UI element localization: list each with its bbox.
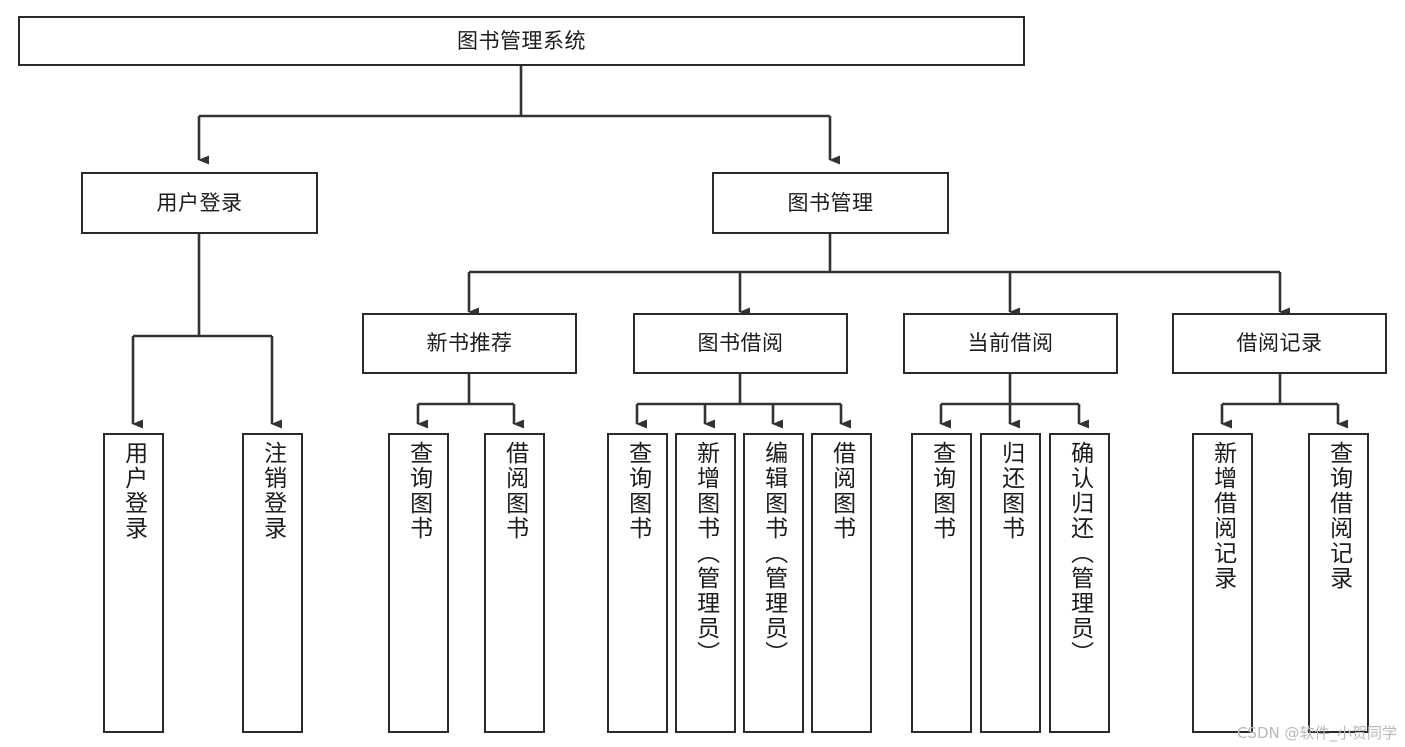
node-leaf-query-record-label: 查询借阅记录 <box>1325 441 1352 591</box>
node-leaf-query-record[interactable]: 查询借阅记录 <box>1308 433 1369 733</box>
node-leaf-borrow-book-2-label: 借阅图书 <box>828 441 855 541</box>
node-leaf-query-book-2-label: 查询图书 <box>624 441 651 541</box>
node-leaf-user-login-label: 用户登录 <box>120 441 147 541</box>
node-current-borrow[interactable]: 当前借阅 <box>903 313 1118 374</box>
node-leaf-borrow-book-1[interactable]: 借阅图书 <box>484 433 545 733</box>
node-leaf-borrow-book-2[interactable]: 借阅图书 <box>811 433 872 733</box>
node-current-borrow-label: 当前借阅 <box>967 331 1054 356</box>
node-leaf-add-book-label: 新增图书（管理员） <box>692 441 719 666</box>
node-leaf-add-book[interactable]: 新增图书（管理员） <box>675 433 736 733</box>
node-leaf-confirm-return[interactable]: 确认归还（管理员） <box>1049 433 1110 733</box>
node-book-borrow[interactable]: 图书借阅 <box>633 313 848 374</box>
node-new-book-recommend-label: 新书推荐 <box>426 331 513 356</box>
node-leaf-return-book[interactable]: 归还图书 <box>980 433 1041 733</box>
node-leaf-confirm-return-label: 确认归还（管理员） <box>1066 441 1093 666</box>
node-leaf-logout[interactable]: 注销登录 <box>242 433 303 733</box>
node-leaf-query-book-3[interactable]: 查询图书 <box>911 433 972 733</box>
node-new-book-recommend[interactable]: 新书推荐 <box>362 313 577 374</box>
node-leaf-return-book-label: 归还图书 <box>997 441 1024 541</box>
node-book-borrow-label: 图书借阅 <box>697 331 784 356</box>
node-book-management-label: 图书管理 <box>787 190 874 215</box>
node-leaf-logout-label: 注销登录 <box>259 441 286 541</box>
node-leaf-edit-book[interactable]: 编辑图书（管理员） <box>743 433 804 733</box>
node-leaf-borrow-book-1-label: 借阅图书 <box>501 441 528 541</box>
node-leaf-query-book-2[interactable]: 查询图书 <box>607 433 668 733</box>
node-user-login-label: 用户登录 <box>156 190 243 215</box>
node-borrow-record-label: 借阅记录 <box>1236 331 1323 356</box>
node-leaf-query-book-1[interactable]: 查询图书 <box>388 433 449 733</box>
node-borrow-record[interactable]: 借阅记录 <box>1172 313 1387 374</box>
node-leaf-query-book-1-label: 查询图书 <box>405 441 432 541</box>
node-book-management[interactable]: 图书管理 <box>712 172 949 234</box>
node-root-system-label: 图书管理系统 <box>457 28 586 53</box>
node-root-system[interactable]: 图书管理系统 <box>18 16 1025 66</box>
node-leaf-query-book-3-label: 查询图书 <box>928 441 955 541</box>
node-leaf-user-login[interactable]: 用户登录 <box>103 433 164 733</box>
node-leaf-add-record-label: 新增借阅记录 <box>1209 441 1236 591</box>
node-leaf-edit-book-label: 编辑图书（管理员） <box>760 441 787 666</box>
node-user-login[interactable]: 用户登录 <box>81 172 318 234</box>
node-leaf-add-record[interactable]: 新增借阅记录 <box>1192 433 1253 733</box>
